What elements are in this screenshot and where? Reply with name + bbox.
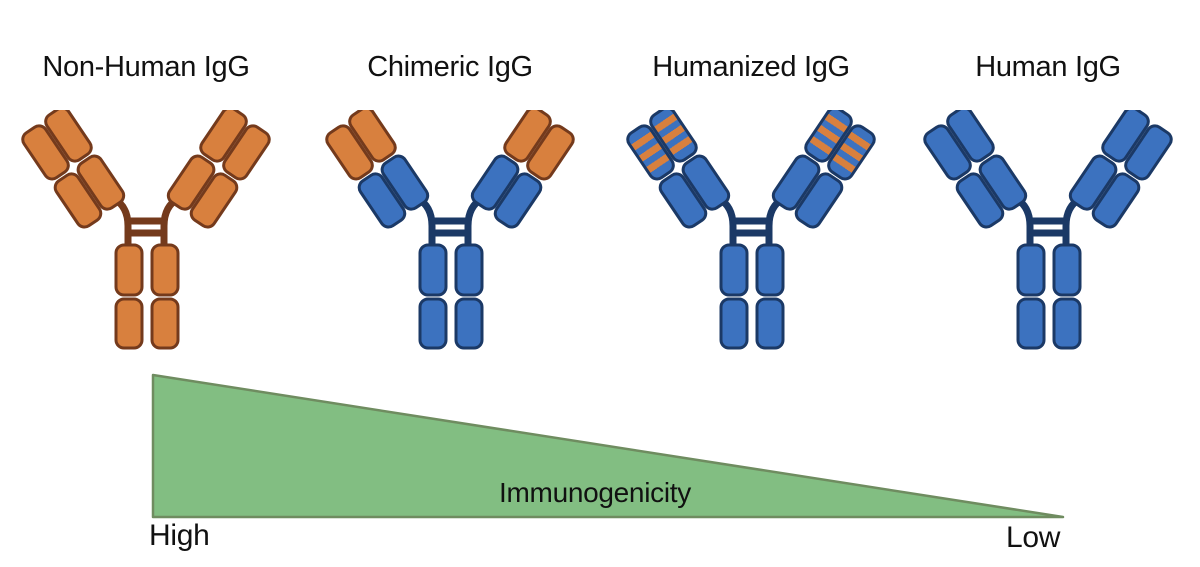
axis-high-label: High bbox=[149, 519, 210, 552]
non-human-igg-figure bbox=[21, 110, 271, 350]
human-igg-figure bbox=[923, 110, 1173, 350]
fc-stem bbox=[719, 243, 785, 350]
fc-stem bbox=[114, 243, 180, 350]
antibody-label-humanized: Humanized IgG bbox=[652, 51, 850, 83]
antibody-panel-human: Human IgG bbox=[923, 50, 1173, 350]
fab-arm-right bbox=[166, 110, 271, 229]
axis-low-label: Low bbox=[1006, 521, 1061, 554]
hinge-region bbox=[413, 194, 487, 250]
fab-arm-right bbox=[1068, 110, 1173, 229]
chimeric-igg-figure bbox=[325, 110, 575, 350]
fc-stem bbox=[418, 243, 484, 350]
antibody-label-chimeric: Chimeric IgG bbox=[367, 51, 533, 83]
fc-stem bbox=[1016, 243, 1082, 350]
immunogenicity-gradient-triangle bbox=[151, 373, 1065, 519]
hinge-region bbox=[1011, 194, 1085, 250]
antibody-label-non-human: Non-Human IgG bbox=[42, 51, 250, 83]
antibody-panel-humanized: Humanized IgG bbox=[626, 50, 876, 350]
fab-arm-left bbox=[21, 110, 126, 229]
hinge-region bbox=[714, 194, 788, 250]
antibody-label-human: Human IgG bbox=[975, 51, 1121, 83]
fab-arm-left bbox=[325, 110, 430, 229]
antibody-panel-non-human: Non-Human IgG bbox=[21, 50, 271, 350]
fab-arm-left bbox=[626, 110, 731, 229]
fab-arm-left bbox=[923, 110, 1028, 229]
immunogenicity-axis-label: Immunogenicity bbox=[499, 477, 691, 508]
hinge-region bbox=[109, 194, 183, 250]
fab-arm-right bbox=[470, 110, 575, 229]
fab-arm-right bbox=[771, 110, 876, 229]
antibody-panel-chimeric: Chimeric IgG bbox=[325, 50, 575, 350]
humanized-igg-figure bbox=[626, 110, 876, 350]
